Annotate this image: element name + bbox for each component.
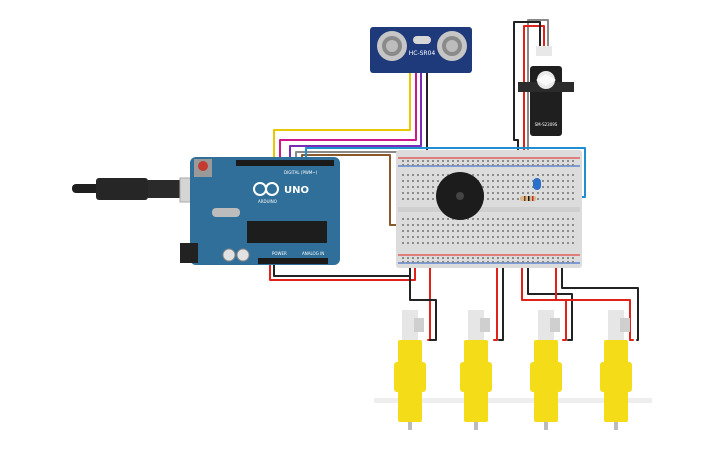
usb-cable[interactable] (72, 177, 207, 203)
ultrasonic-sensor[interactable]: HC-SR04 (370, 27, 472, 73)
wire-ultrasonic-vcc[interactable] (273, 69, 411, 163)
wire-motor4-red[interactable] (555, 261, 634, 341)
wire-motor4-black[interactable] (561, 261, 639, 341)
wire-ultrasonic-echo[interactable] (289, 69, 422, 163)
dc-motor[interactable] (374, 310, 446, 430)
dc-motor[interactable] (440, 310, 512, 430)
wire-motor2-red[interactable] (493, 261, 498, 341)
servo-motor[interactable]: SM-S2309S (518, 46, 574, 136)
reset-button[interactable] (198, 161, 208, 171)
digital-header-label: DIGITAL (PWM~) (284, 170, 318, 175)
wire-motor3-black[interactable] (527, 261, 573, 341)
piezo-buzzer[interactable] (436, 172, 484, 220)
atmega-chip (247, 221, 327, 243)
uno-label: UNO (284, 185, 309, 196)
wire-ultrasonic-trig[interactable] (279, 69, 417, 163)
breadboard[interactable] (396, 150, 582, 268)
dc-motors (374, 310, 652, 430)
wire-servo-vcc[interactable] (523, 25, 545, 161)
arduino-uno-board[interactable]: UNO ARDUINO DIGITAL (PWM~) POWER ANALOG … (180, 157, 340, 265)
dc-motor[interactable] (510, 310, 582, 430)
resistor[interactable] (520, 196, 536, 201)
wire-servo-gnd[interactable] (513, 21, 541, 161)
arduino-logo (253, 182, 279, 196)
arduino-maker-label: ARDUINO (258, 199, 277, 204)
servo-model-label: SM-S2309S (535, 122, 558, 127)
power-header-label: POWER (272, 251, 287, 256)
dc-motor[interactable] (580, 310, 652, 430)
wire-motor1-black[interactable] (409, 261, 437, 341)
led[interactable] (533, 178, 541, 190)
breadboard-holes (402, 160, 574, 263)
ultrasonic-model-label: HC-SR04 (409, 50, 436, 57)
wire-motor2-black[interactable] (498, 261, 504, 341)
analog-header-label: ANALOG IN (302, 251, 324, 256)
wire-arduino-5v[interactable] (269, 261, 416, 281)
